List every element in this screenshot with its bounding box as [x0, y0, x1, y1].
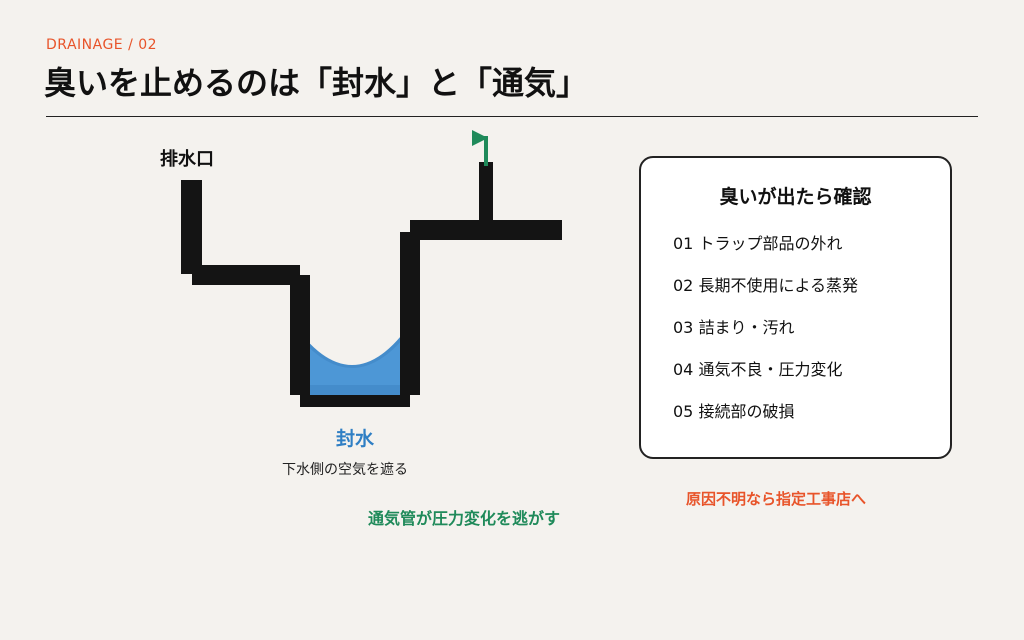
drain-label: 排水口: [160, 149, 214, 170]
seal-label: 封水: [336, 428, 375, 450]
vent-flag-pole: [484, 136, 488, 166]
seal-caption: 下水側の空気を遮る: [282, 462, 408, 478]
checklist-item: 02 長期不使用による蒸発: [673, 276, 858, 295]
trap-right-leg: [400, 232, 420, 395]
inlet-pipe: [181, 180, 202, 274]
checklist: 01 トラップ部品の外れ 02 長期不使用による蒸発 03 詰まり・汚れ 04 …: [673, 232, 858, 442]
inlet-elbow: [192, 265, 300, 285]
checklist-item: 03 詰まり・汚れ: [673, 318, 795, 337]
vent-flag-icon: [472, 130, 488, 146]
checklist-title: 臭いが出たら確認: [719, 186, 872, 208]
seal-water-inner: [300, 338, 404, 385]
vent-note: 通気管が圧力変化を逃がす: [368, 509, 561, 528]
trap-bottom: [300, 395, 410, 407]
checklist-item: 01 トラップ部品の外れ: [673, 234, 843, 253]
contact-note: 原因不明なら指定工事店へ: [686, 490, 867, 508]
trap-left-leg: [290, 275, 310, 395]
section-kicker: DRAINAGE / 02: [46, 37, 158, 53]
title-divider: [46, 116, 978, 117]
vent-pipe: [479, 162, 493, 224]
checklist-card: 臭いが出たら確認 01 トラップ部品の外れ 02 長期不使用による蒸発 03 詰…: [639, 156, 952, 459]
page-title: 臭いを止めるのは「封水」と「通気」: [44, 64, 589, 102]
checklist-item: 05 接続部の破損: [673, 402, 795, 421]
outlet-pipe: [410, 220, 562, 240]
checklist-item: 04 通気不良・圧力変化: [673, 360, 843, 379]
